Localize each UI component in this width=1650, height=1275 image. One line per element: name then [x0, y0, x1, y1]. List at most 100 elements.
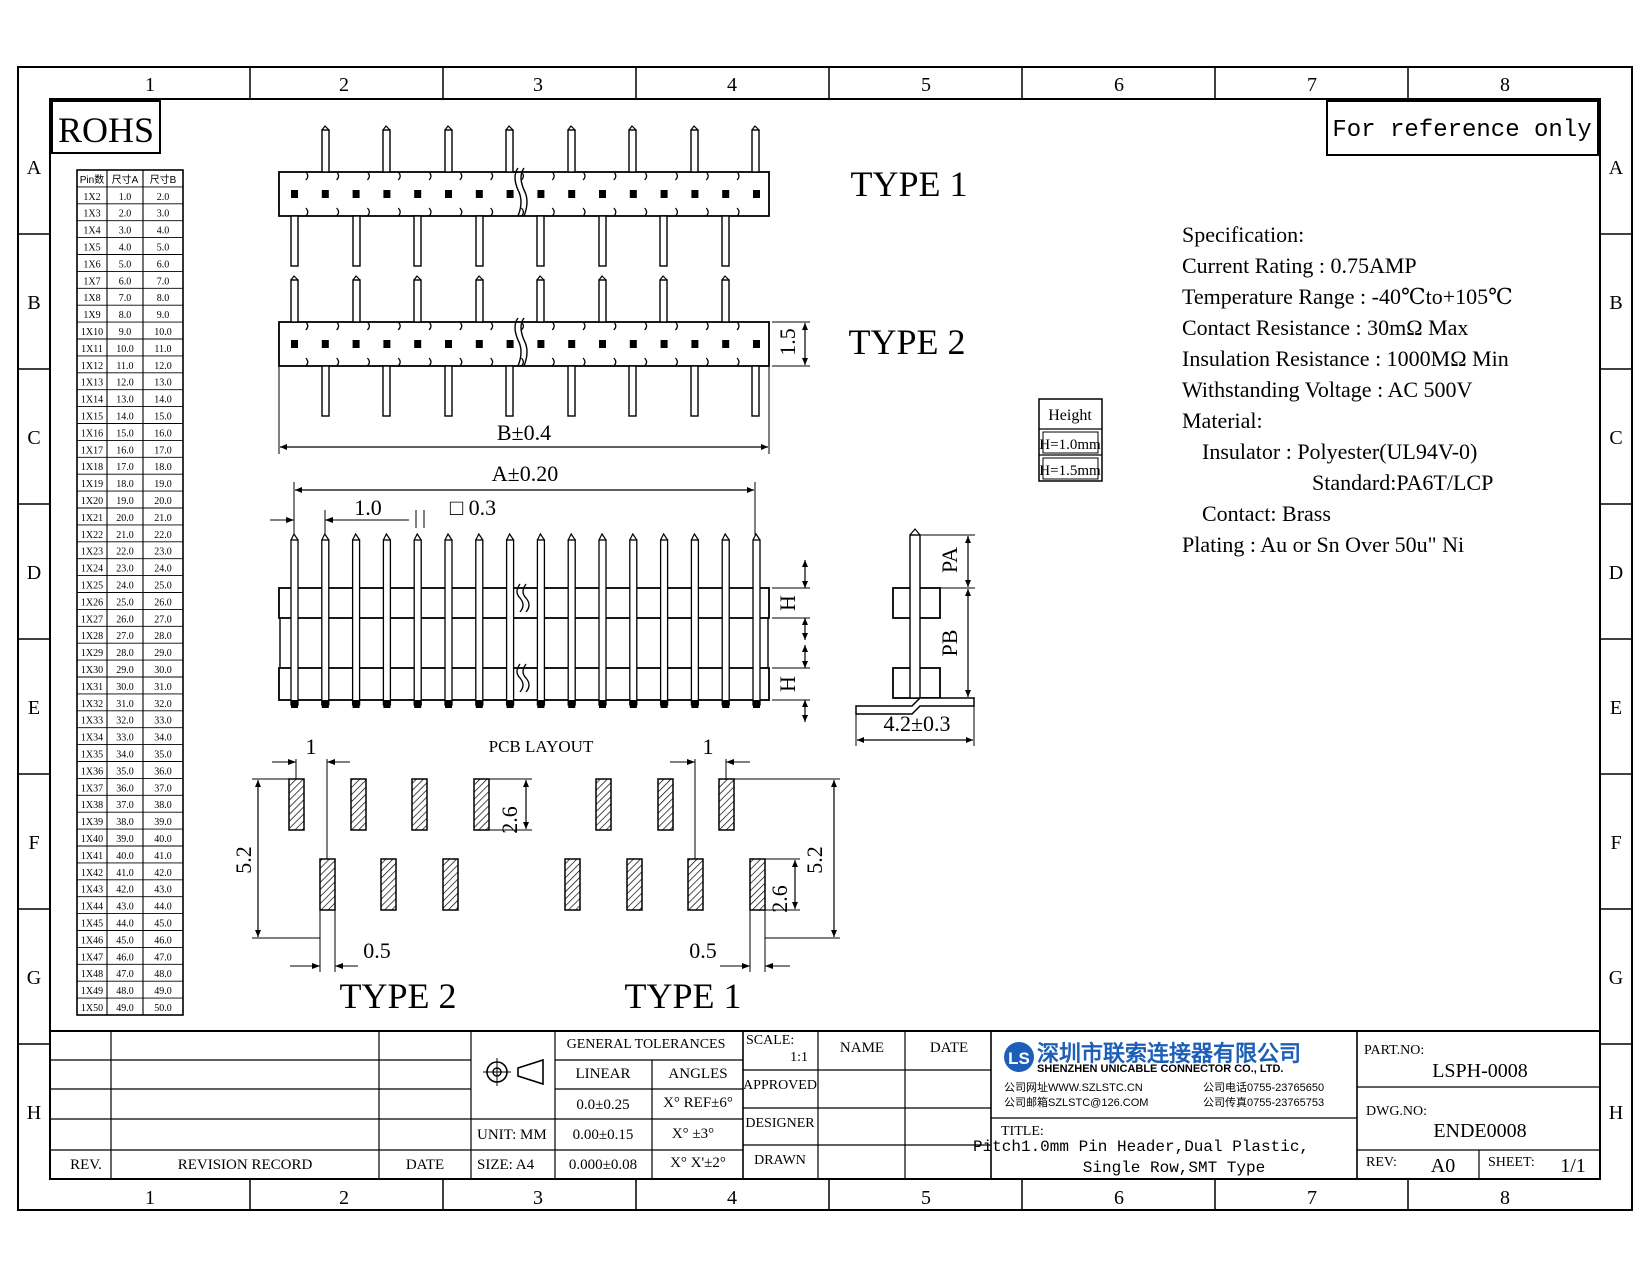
type1-scallop: [397, 171, 401, 217]
type1-pin-bottom: [352, 215, 361, 267]
company-tel: 公司电话0755-23765650: [1203, 1081, 1324, 1094]
front-pin-tip: [475, 532, 484, 541]
front-pin: [629, 539, 638, 706]
type2-pin-square: [599, 340, 606, 348]
title-line1: Pitch1.0mm Pin Header,Dual Plastic,: [973, 1138, 1309, 1156]
type1-label: TYPE 1: [851, 164, 968, 204]
type2-pin-bottom: [751, 365, 760, 417]
pin-table-cell: 37.0: [116, 800, 134, 811]
pin-table-cell: 10.0: [154, 327, 172, 338]
height-row: H=1.5mm: [1039, 463, 1101, 479]
type2-pin-square: [691, 340, 699, 348]
pin-table-cell: 49.0: [154, 986, 172, 997]
pin-table-cell: 22.0: [116, 547, 134, 558]
pin-table-cell: 41.0: [116, 868, 134, 879]
pin-table-cell: 6.0: [119, 276, 132, 287]
zone-column-label: 7: [1307, 74, 1317, 96]
zone-row-label: F: [1610, 832, 1621, 854]
pin-table-cell: 50.0: [154, 1003, 172, 1014]
pin-table-cell: 38.0: [116, 817, 134, 828]
zone-column-label: 3: [533, 1187, 543, 1209]
specification-block: Specification:Current Rating : 0.75AMPTe…: [1182, 222, 1513, 557]
front-pin-foot: [722, 700, 730, 708]
tol-angle: X° X'±2°: [670, 1155, 726, 1171]
dim-height: 1.5: [775, 328, 800, 356]
pin-table-cell: 46.0: [116, 952, 134, 963]
pcb-pitch-left: 1: [306, 734, 317, 759]
type2-pin-tip: [413, 275, 422, 281]
outer-border: [17, 66, 1633, 1211]
pin-table-cell: 8.0: [157, 293, 170, 304]
pcb-pad: [718, 778, 735, 831]
pcb-type2-label: TYPE 2: [340, 976, 457, 1016]
pin-table-cell: 15.0: [116, 428, 134, 439]
dwg-no-label: DWG.NO:: [1366, 1104, 1427, 1119]
pin-table-cell: 1X32: [81, 699, 103, 710]
pin-table-cell: 1X35: [81, 750, 103, 761]
type1-pin-square: [321, 190, 329, 198]
pin-table-cell: 1X44: [81, 902, 103, 913]
pin-table-cell: 47.0: [154, 952, 172, 963]
zone-column-label: 4: [727, 1187, 737, 1209]
front-pin-foot: [352, 700, 360, 708]
pin-table-cell: 1X29: [81, 648, 103, 659]
linear-header: LINEAR: [576, 1066, 631, 1082]
spec-line: Insulator : Polyester(UL94V-0): [1202, 439, 1477, 464]
pin-table-cell: 1X40: [81, 834, 103, 845]
spec-line: Standard:PA6T/LCP: [1312, 470, 1493, 495]
pin-table-cell: 1X23: [81, 547, 103, 558]
pin-table-cell: 32.0: [116, 716, 134, 727]
pin-table-cell: 1X4: [83, 226, 100, 237]
pcb-pad-len-right: 2.6: [767, 885, 792, 913]
type1-break: [514, 167, 522, 217]
height-table: [1038, 398, 1103, 482]
pcb-pitch-right: 1: [703, 734, 714, 759]
pin-table-cell: 1X8: [83, 293, 100, 304]
front-pin-tip: [598, 532, 607, 541]
type2-pin-bottom: [690, 365, 699, 417]
company-name-cn: 深圳市联索连接器有限公司: [1037, 1041, 1301, 1066]
type1-pin-top: [628, 129, 637, 173]
pin-table-cell: 1X47: [81, 952, 103, 963]
type2-scallop: [305, 321, 309, 367]
type1-pin-tip: [382, 125, 391, 131]
type2-pin-top: [659, 279, 668, 323]
height-row: H=1.0mm: [1039, 437, 1101, 453]
pin-table-cell: 1X17: [81, 445, 103, 456]
pin-table-cell: 1X37: [81, 783, 103, 794]
pin-table-cell: 1X9: [83, 310, 100, 321]
zone-row-label: C: [1609, 427, 1622, 449]
type1-pin-square: [445, 190, 452, 198]
zone-column-label: 6: [1114, 74, 1124, 96]
zone-column-label: 3: [533, 74, 543, 96]
title-block: [50, 1030, 1600, 1179]
front-break: [516, 663, 530, 693]
title-line2: Single Row,SMT Type: [1083, 1159, 1265, 1177]
spec-line: Contact Resistance : 30mΩ Max: [1182, 315, 1468, 340]
front-pin-tip: [444, 532, 453, 541]
front-pin: [475, 539, 484, 706]
type2-pin-tip: [721, 275, 730, 281]
pcb-span-right: 5.2: [802, 846, 827, 874]
type2-pin-top: [721, 279, 730, 323]
dwg-no: ENDE0008: [1433, 1120, 1526, 1142]
type2-scallop: [674, 321, 678, 367]
pin-table-cell: 3.0: [119, 226, 132, 237]
reference-box: [1326, 100, 1599, 156]
connector-views: [252, 125, 975, 972]
front-pin-foot: [599, 700, 606, 708]
type1-pin-bottom: [413, 215, 422, 267]
pin-table-cell: 45.0: [116, 935, 134, 946]
pcb-pad: [564, 858, 581, 911]
front-pin-tip: [752, 532, 761, 541]
type2-scallop: [582, 321, 586, 367]
pin-table-cell: 17.0: [116, 462, 134, 473]
zone-column-label: 5: [921, 1187, 931, 1209]
type1-scallop: [366, 171, 370, 217]
pin-table-cell: 38.0: [154, 800, 172, 811]
date-header: DATE: [406, 1157, 444, 1173]
pin-table-cell: 35.0: [154, 750, 172, 761]
pin-table-cell: 23.0: [116, 564, 134, 575]
